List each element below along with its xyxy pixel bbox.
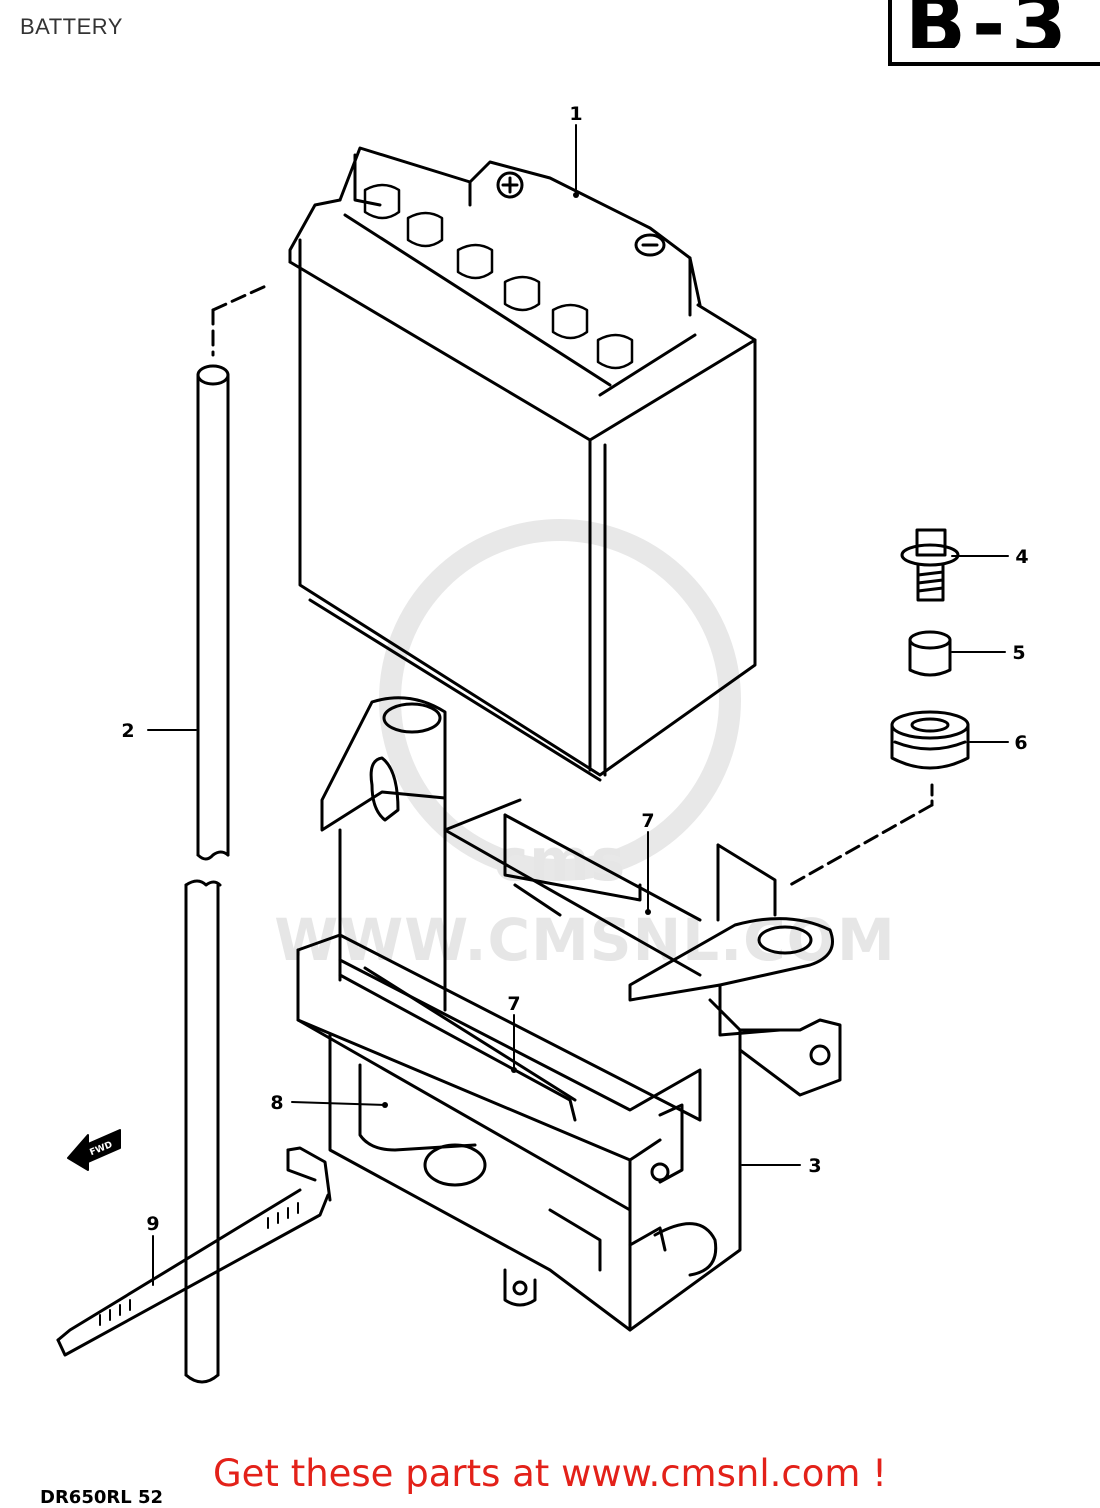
watermark-logo: cms (494, 826, 626, 894)
callout-7-upper: 7 (641, 810, 654, 832)
watermark: cms WWW.CMSNL.COM (274, 519, 895, 974)
fwd-arrow-icon: FWD (67, 1129, 121, 1171)
battery-drawing (288, 146, 757, 782)
callout-5: 5 (1012, 642, 1025, 664)
promo-link[interactable]: Get these parts at www.cmsnl.com ! (212, 1452, 887, 1495)
bolt-drawing (900, 528, 960, 602)
callout-3: 3 (808, 1155, 821, 1177)
callout-9: 9 (146, 1213, 159, 1235)
leader-dots (382, 192, 651, 1108)
page-title: BATTERY (20, 14, 123, 39)
model-code: DR650RL 52 (40, 1487, 164, 1508)
leader-lines (147, 124, 1009, 1286)
callout-4: 4 (1015, 546, 1028, 568)
callout-1: 1 (569, 103, 582, 125)
callout-7-lower: 7 (507, 993, 520, 1015)
callout-6: 6 (1014, 732, 1027, 754)
spacer-drawing (908, 630, 952, 677)
watermark-site: WWW.CMSNL.COM (274, 906, 895, 974)
band-drawing (56, 1146, 332, 1357)
diagram-code: B-3 (905, 0, 1073, 48)
breather-tube-drawing (184, 283, 270, 1384)
diagram-code-frame (888, 0, 1100, 66)
callout-8: 8 (270, 1092, 283, 1114)
cushion-drawing (788, 710, 970, 887)
callout-2: 2 (121, 720, 134, 742)
battery-holder-drawing (296, 696, 842, 1332)
